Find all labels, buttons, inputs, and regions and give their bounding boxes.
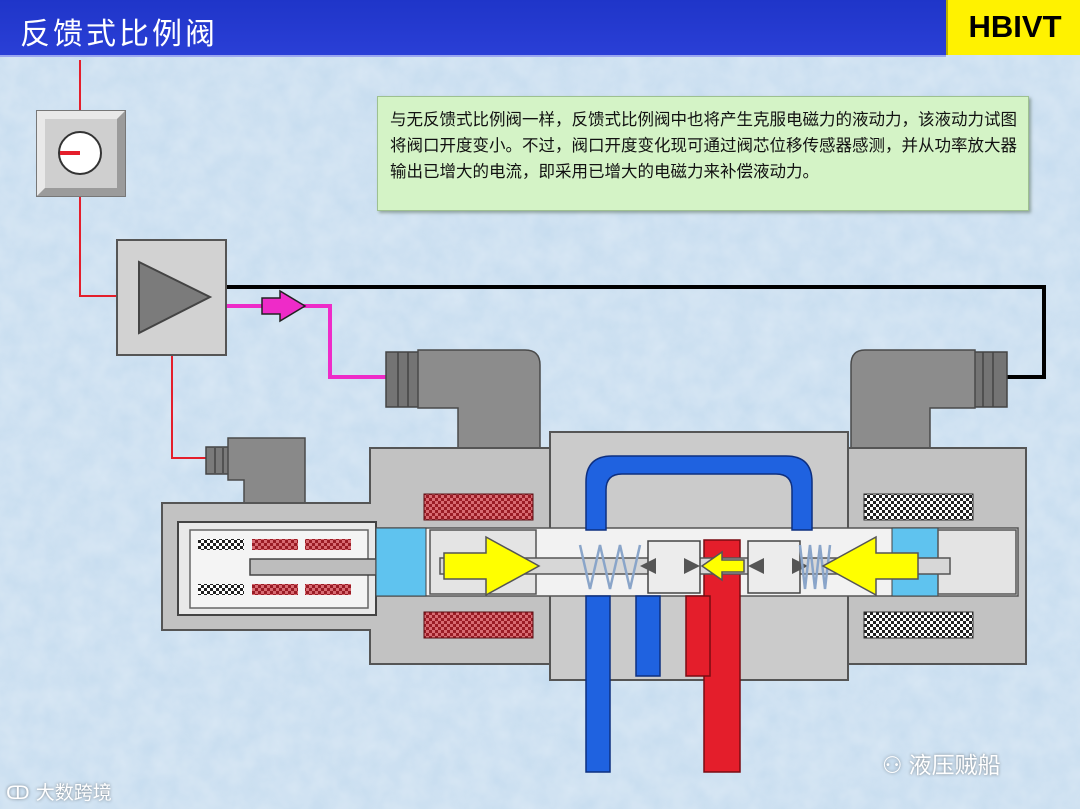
left-coil-bottom <box>423 611 534 639</box>
brand-box: HBIVT <box>946 0 1080 55</box>
tank-port-left <box>585 595 611 773</box>
current-direction-arrow <box>261 289 307 323</box>
title-bar: 反馈式比例阀 <box>0 0 946 57</box>
sensor-connector <box>205 437 306 506</box>
sensor-core-rod <box>249 558 379 576</box>
feedback-wire <box>226 285 1046 379</box>
right-armature <box>937 529 1017 595</box>
watermark-logo-icon: ↀ <box>6 782 30 804</box>
right-spring <box>798 544 832 590</box>
explanation-text: 与无反馈式比例阀一样，反馈式比例阀中也将产生克服电磁力的液动力，该液动力试图将阀… <box>390 110 1017 181</box>
solenoid-force-arrow <box>443 535 541 597</box>
amplifier-triangle-icon <box>138 260 213 335</box>
right-solenoid-connector <box>850 349 1008 450</box>
setpoint-wire <box>79 60 118 297</box>
page-title: 反馈式比例阀 <box>20 17 218 52</box>
watermark-right-text: 液压贼船 <box>908 753 1001 779</box>
flow-force-arrow <box>700 550 745 582</box>
wechat-icon: ⚇ <box>882 753 903 779</box>
watermark-left: ↀ 大数跨境 <box>6 778 112 805</box>
brand-logo-text: HBIVT <box>968 9 1062 44</box>
signal-wire <box>226 304 386 379</box>
watermark-right: ⚇液压贼船 <box>882 746 1001 780</box>
right-coil-bottom <box>863 611 974 639</box>
valve-body <box>161 431 1027 773</box>
setpoint-box <box>36 110 126 197</box>
left-spring <box>578 544 642 590</box>
amplifier-box <box>116 239 227 356</box>
right-force-arrow <box>821 535 919 597</box>
watermark-left-text: 大数跨境 <box>35 782 112 804</box>
explanation-note: 与无反馈式比例阀一样，反馈式比例阀中也将产生克服电磁力的液动力，该液动力试图将阀… <box>377 96 1029 211</box>
left-coil-top <box>423 493 534 521</box>
sensor-wire <box>171 355 207 459</box>
tank-channel <box>585 455 813 531</box>
potentiometer-dial-icon <box>58 131 102 175</box>
left-solenoid-connector <box>385 349 541 450</box>
control-wiring <box>79 60 1046 459</box>
right-coil-top <box>863 493 974 521</box>
